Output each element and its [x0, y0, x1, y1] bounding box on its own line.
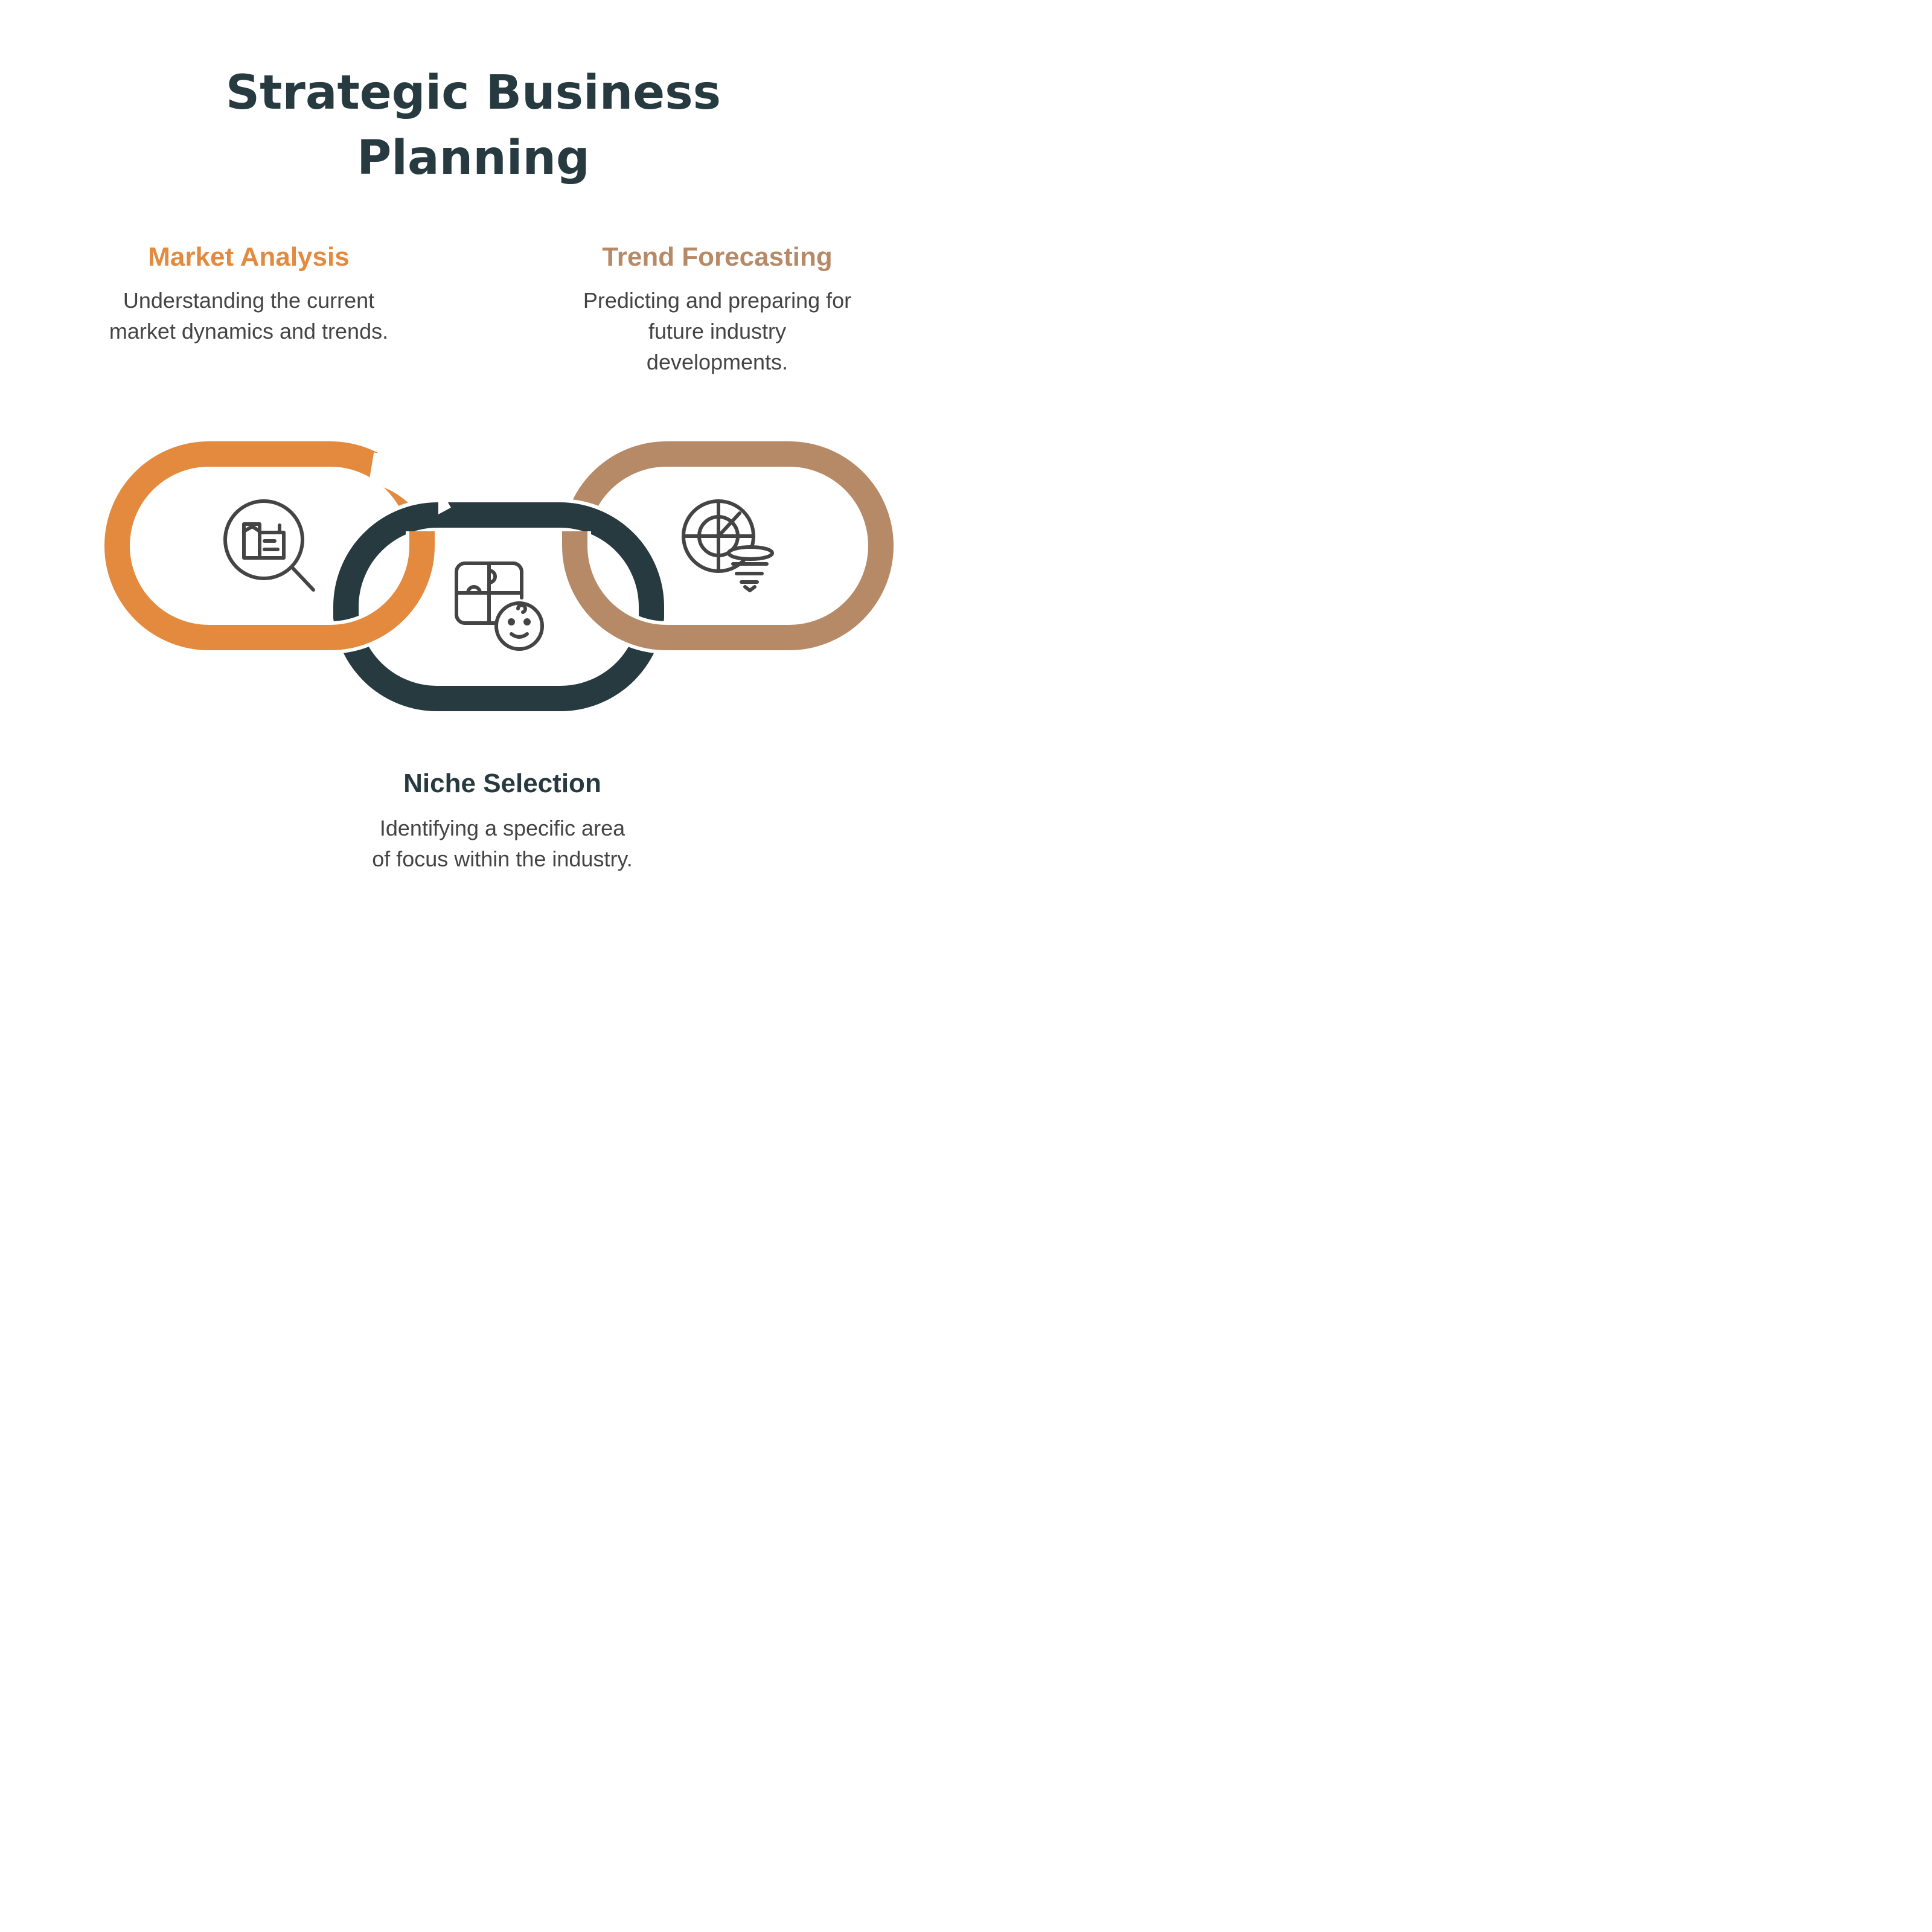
market-analysis-description: Understanding the current market dynamic…	[109, 288, 389, 344]
trend-forecasting-heading: Trend Forecasting	[602, 242, 833, 272]
diagram-title: Strategic Business Planning	[225, 66, 721, 185]
market-analysis-heading: Market Analysis	[148, 242, 350, 272]
market-link-front-inner-stroke	[329, 531, 435, 650]
puzzle-person-icon	[455, 561, 544, 651]
chain-links-graphic	[104, 441, 894, 711]
niche-selection-description: Identifying a specific area of focus wit…	[372, 816, 633, 871]
trend-forecasting-description: Predicting and preparing for future indu…	[583, 288, 852, 374]
radar-forecast-icon	[682, 499, 774, 592]
niche-link-front-left-stroke	[333, 502, 438, 617]
trend-link-front-inner-stroke	[562, 531, 668, 650]
niche-selection-heading: Niche Selection	[403, 769, 601, 798]
niche-link-front-right-stroke	[558, 502, 664, 617]
market-research-icon	[223, 499, 315, 592]
